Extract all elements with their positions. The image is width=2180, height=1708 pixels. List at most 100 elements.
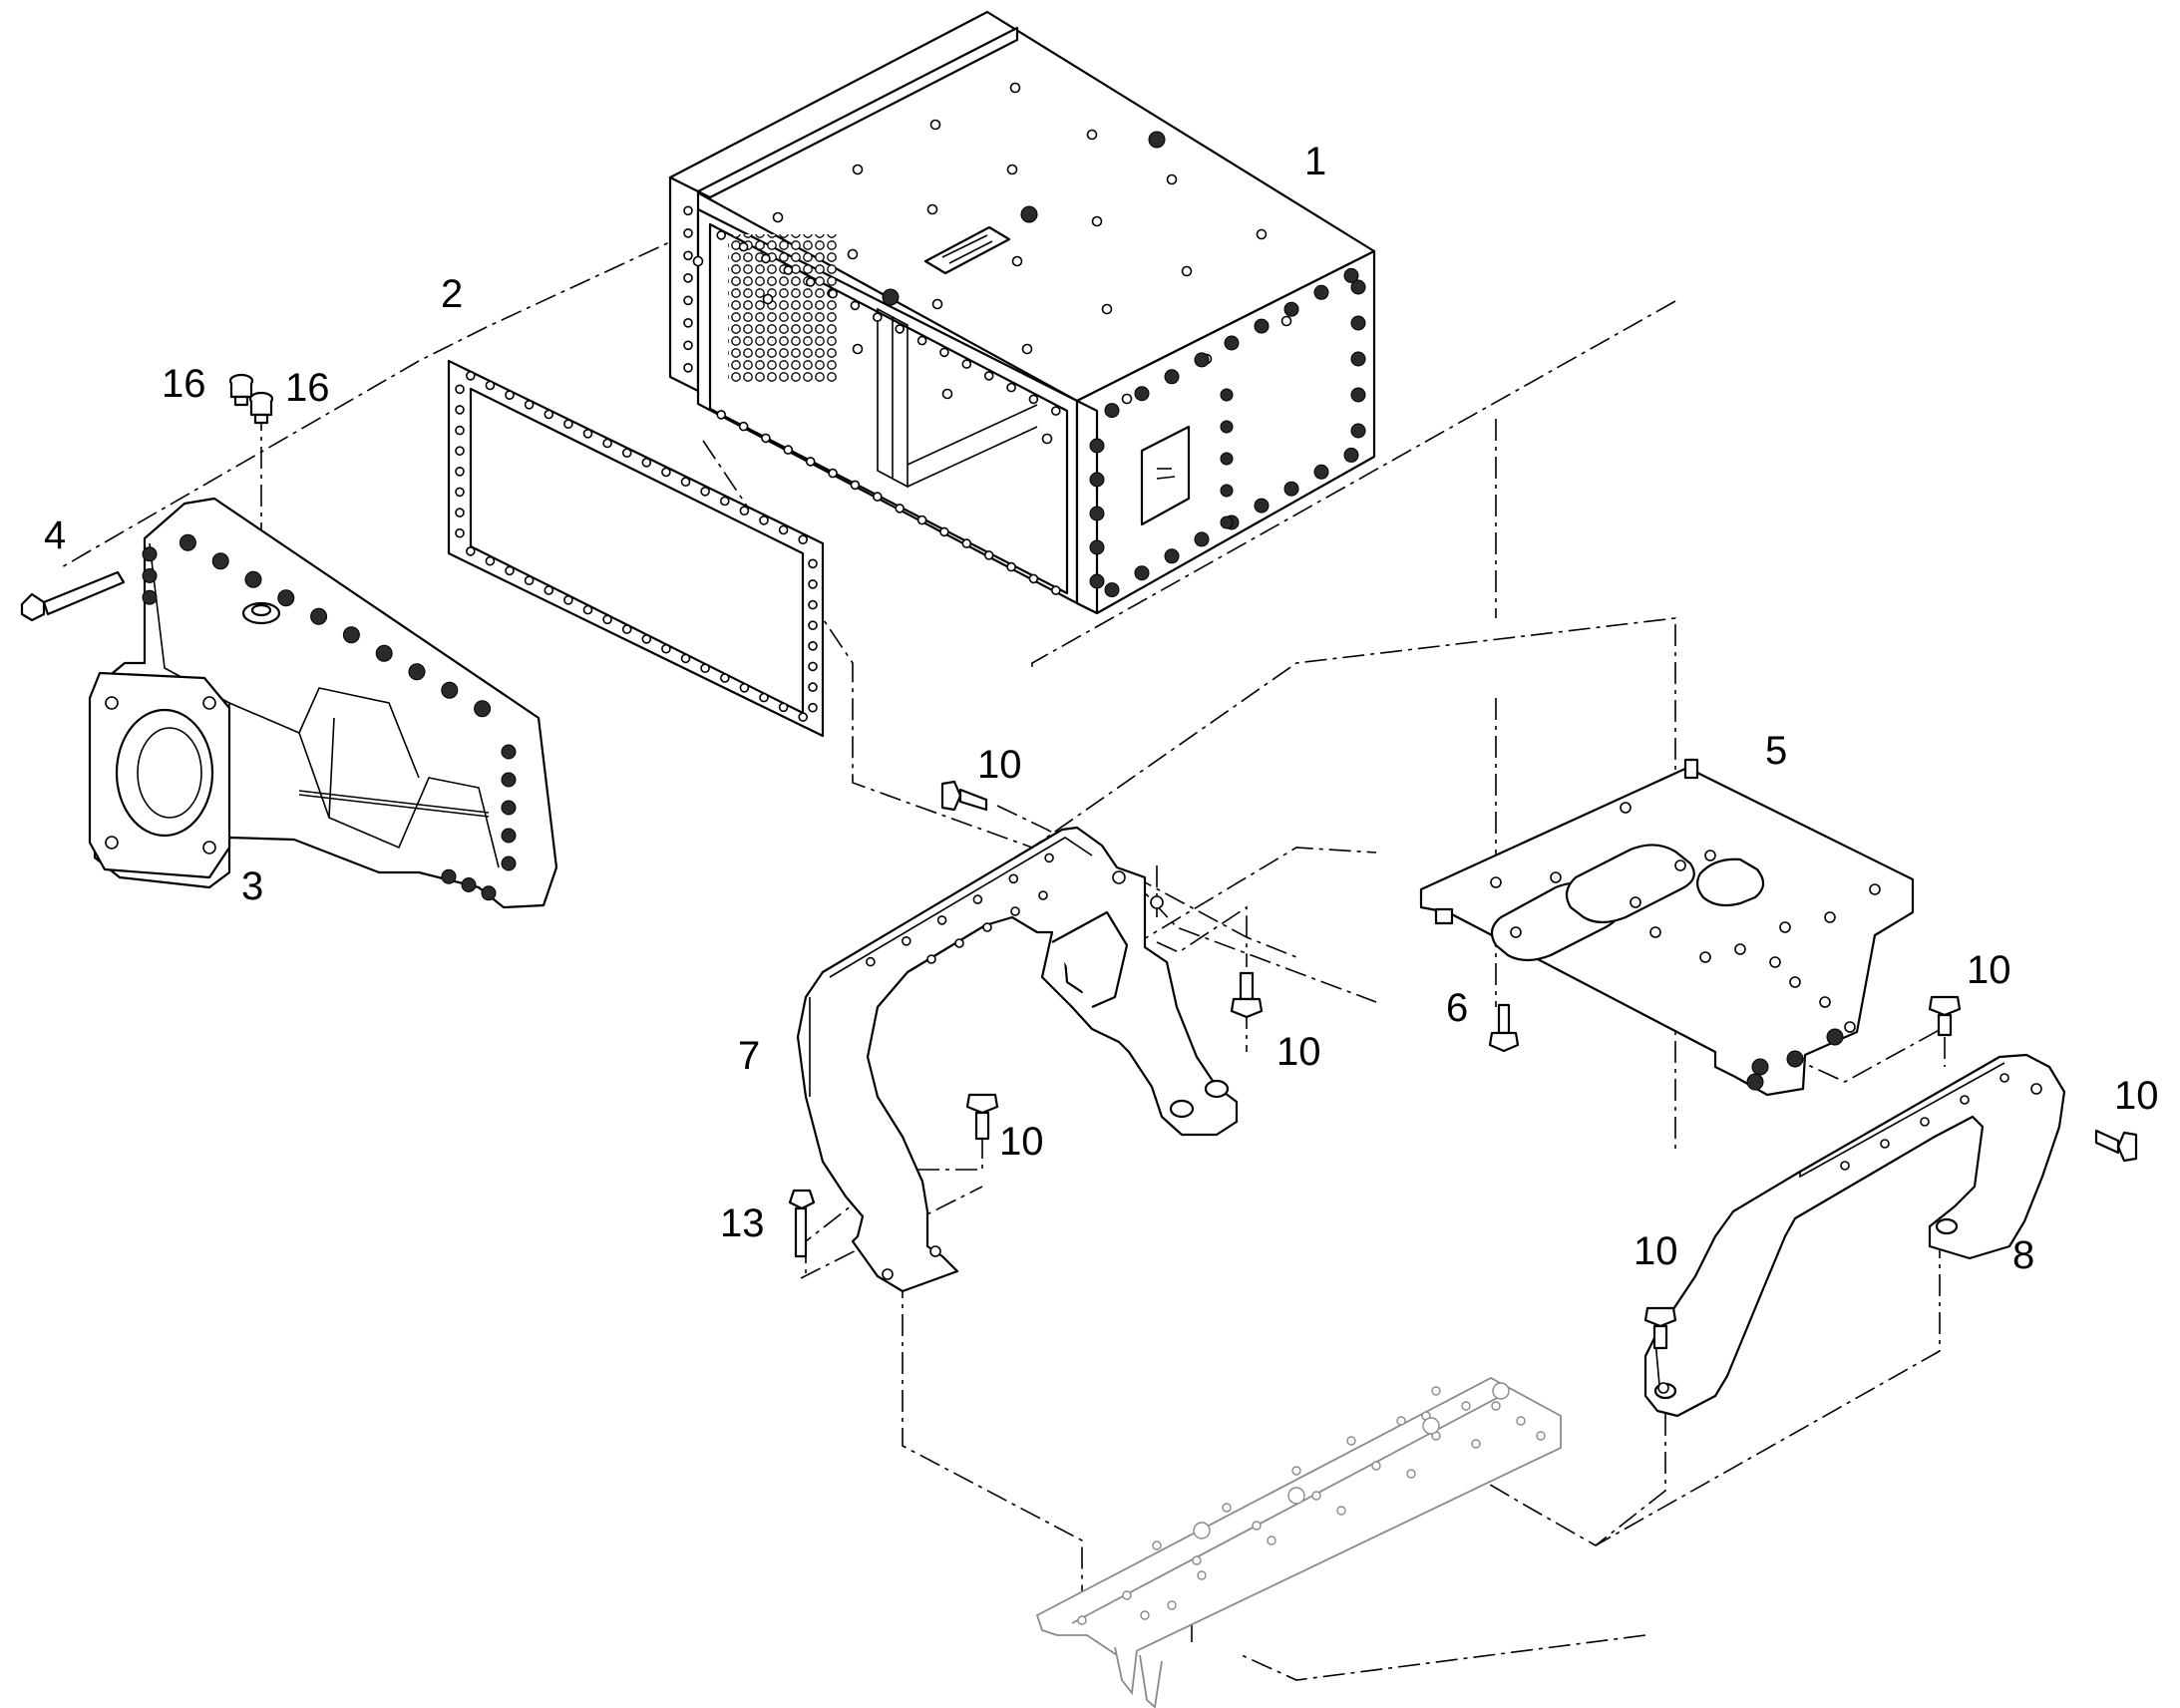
mesh-pattern [728, 234, 838, 384]
gasket-hole [808, 640, 818, 651]
base-bolt [1193, 1522, 1211, 1539]
gasket-hole [455, 425, 465, 436]
plate-hole [1734, 943, 1746, 955]
top-bolt-hole [931, 298, 943, 310]
gasket-hole [563, 419, 573, 430]
gasket-hole [485, 555, 496, 566]
gasket-hole [544, 585, 554, 595]
flange-bolt [1928, 995, 1962, 1037]
callout-part-16: 16 [285, 366, 330, 410]
flange-hole [939, 526, 949, 537]
base-hole [1140, 1610, 1150, 1620]
base-bolt [1422, 1417, 1440, 1435]
gasket-hole [505, 390, 515, 401]
part-13-bolt [788, 1189, 816, 1258]
bracket-hole [1112, 870, 1126, 884]
manifold-bolt [142, 546, 158, 562]
flange-hole [961, 538, 972, 548]
side-bolt [1220, 420, 1234, 434]
side-bolt [1089, 472, 1105, 488]
manifold-bolt [244, 570, 262, 588]
callout-part-4: 4 [44, 513, 66, 557]
gasket-hole [455, 508, 465, 517]
flange-hole [783, 445, 794, 455]
gasket-hole [700, 663, 710, 674]
flange-hole [916, 335, 927, 346]
flange-hole [872, 492, 883, 502]
bracket-hole [936, 915, 947, 925]
flange-bolt [965, 1093, 999, 1141]
side-bolt [1313, 464, 1329, 480]
manifold-bolt [408, 663, 426, 681]
plate-hole [1704, 850, 1716, 861]
flange-hole [761, 253, 771, 264]
bracket-hole [866, 956, 876, 967]
part-8-right-bracket [1643, 1053, 2066, 1418]
callout-part-6: 6 [1446, 986, 1468, 1030]
side-bolt [1134, 386, 1150, 402]
manifold-bolt [310, 607, 328, 625]
manifold-bolt [441, 681, 459, 699]
part-5-mounting-plate [1419, 758, 1915, 1097]
top-bolt-hole [1121, 393, 1133, 405]
manifold-bolt [481, 885, 497, 901]
top-bolt-hole [762, 293, 774, 305]
top-bolt-hole [941, 388, 953, 400]
bracket-hole [1038, 890, 1048, 900]
flange-hole [828, 288, 838, 299]
base-hole [1152, 1540, 1162, 1550]
flange-hole [983, 371, 994, 381]
callout-part-8: 8 [2012, 1233, 2034, 1277]
callout-part-10: 10 [977, 743, 1022, 787]
plate-hole [1869, 883, 1881, 895]
flange-hole [939, 347, 949, 358]
plate-hole [1550, 871, 1562, 883]
callout-part-10: 10 [1276, 1030, 1321, 1074]
gasket-hole [544, 409, 554, 420]
bracket-hole [1657, 1382, 1669, 1394]
gasket-hole [465, 370, 476, 381]
manifold-bolt [441, 868, 457, 884]
bracket-hole [882, 1268, 894, 1280]
part-1-heat-exchanger-box [668, 10, 1376, 615]
flange-hole [1006, 382, 1016, 393]
top-bolt-hole [1006, 164, 1018, 175]
flange-hole [1051, 406, 1061, 416]
callout-part-7: 7 [738, 1034, 760, 1078]
gasket-hole [524, 575, 535, 586]
flange-hole [683, 317, 693, 328]
gasket-hole [563, 594, 573, 605]
base-hole [1252, 1521, 1262, 1531]
base-hole [1471, 1439, 1481, 1449]
base-bolt [1287, 1487, 1305, 1505]
side-bolt [1350, 279, 1366, 295]
flange-hole [961, 359, 972, 369]
flange-hole [683, 272, 693, 283]
side-bolt [1194, 352, 1210, 368]
base-hole [1192, 1555, 1202, 1565]
gasket-hole [680, 477, 691, 488]
gasket-hole [455, 405, 465, 415]
flange-hole [1028, 394, 1039, 405]
base-hole [1291, 1466, 1301, 1476]
manifold-bolt [501, 772, 517, 788]
plate-hole [1630, 896, 1641, 908]
flange-hole [683, 362, 693, 373]
gasket-hole [455, 446, 465, 457]
gasket-hole [808, 682, 818, 692]
base-hole [1461, 1401, 1471, 1411]
flange-hole [805, 277, 816, 287]
flange-hole [738, 241, 749, 252]
flange-hole [850, 480, 861, 491]
gasket-hole [455, 466, 465, 477]
callout-part-10: 10 [2114, 1074, 2159, 1118]
base-hole [1267, 1536, 1276, 1545]
manifold-bolt [461, 877, 477, 892]
side-bolt [1220, 388, 1234, 402]
top-bolt-hole [926, 203, 938, 215]
flange-hole [850, 300, 861, 311]
callout-part-16: 16 [162, 362, 206, 406]
top-bolt-hole [772, 211, 784, 223]
side-bolt [1283, 481, 1299, 497]
flange-hole [738, 421, 749, 432]
